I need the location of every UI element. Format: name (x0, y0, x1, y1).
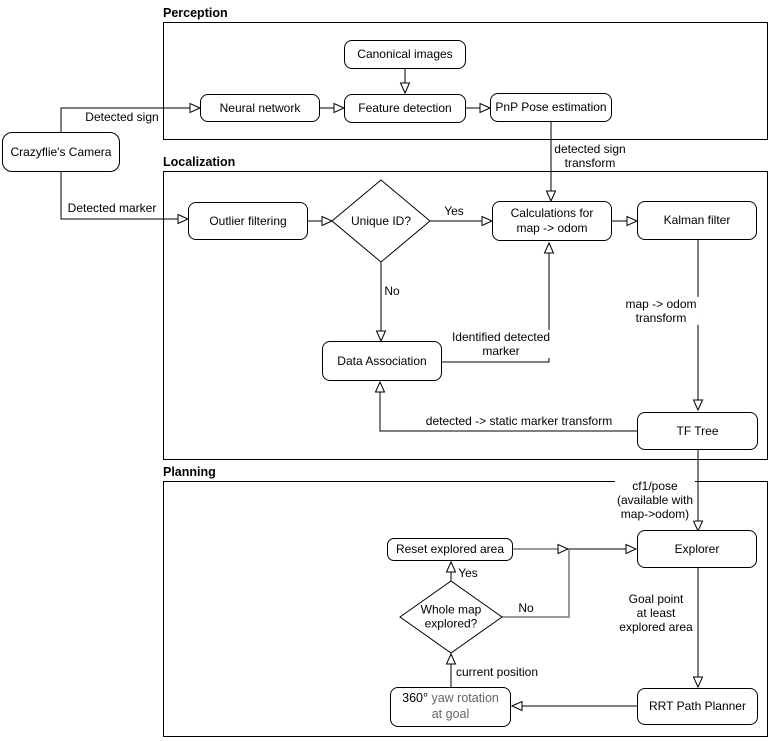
edge-label-no-whole-map: No (516, 600, 536, 616)
node-label-line1: Calculations for (510, 206, 594, 220)
section-label-perception: Perception (163, 6, 228, 20)
arrowhead-dataassoc-top (375, 330, 387, 343)
node-outlier-filtering: Outlier filtering (188, 202, 308, 240)
edge-label-static-marker-transform: detected -> static marker transform (423, 413, 615, 429)
edge-wholemap-no-to-junction (502, 550, 570, 618)
node-tf-tree: TF Tree (637, 412, 758, 450)
edge-camera-to-neural-network (60, 107, 190, 132)
node-label: Outlier filtering (209, 213, 287, 228)
diamond-label-unique-id: Unique ID? (350, 213, 412, 228)
diamond-label-whole-map: Whole map explored? (421, 603, 482, 632)
node-label: Neural network (219, 100, 301, 115)
edge-label-yes-whole-map: Yes (456, 565, 480, 581)
edge-tftree-to-dataassoc (379, 392, 637, 432)
node-canonical-images: Canonical images (344, 40, 466, 69)
node-label: PnP Pose estimation (495, 100, 607, 114)
node-feature-detection: Feature detection (344, 94, 466, 123)
diamond-label-line2: explored? (424, 617, 478, 631)
edge-label-identified-detected-marker: Identified detected marker (449, 329, 553, 359)
node-label: Explorer (674, 541, 720, 556)
node-yaw-rotation: 360° yaw rotation at goal (390, 687, 511, 727)
arrowhead-explorer-left (625, 543, 638, 555)
node-label-line2: at goal (431, 707, 470, 721)
arrowhead-pnp (479, 102, 492, 114)
node-label: Reset explored area (395, 542, 505, 556)
node-label: Data Association (337, 353, 427, 368)
arrowhead-calculations-bottom (543, 241, 555, 254)
edge-label-detected-marker: Detected marker (65, 200, 159, 216)
edge-dataassoc-to-calculations (442, 253, 550, 363)
arrowhead-rrt-top (692, 676, 704, 689)
edge-label-no-unique-id: No (382, 283, 402, 299)
node-label: RRT Path Planner (649, 699, 746, 713)
edge-label-goal-point: Goal point at least explored area (617, 591, 695, 635)
arrowhead-feature-top (399, 82, 411, 95)
arrowhead-yaw-right (510, 700, 523, 712)
diamond-unique-id (331, 179, 431, 263)
arrowhead-calculations-left (481, 215, 494, 227)
node-label: Canonical images (357, 47, 453, 61)
arrowhead-explorer-top (692, 520, 704, 533)
edge-label-map-odom-transform: map -> odom transform (623, 296, 699, 326)
node-rrt-path-planner: RRT Path Planner (637, 688, 758, 725)
node-neural-network: Neural network (200, 94, 320, 122)
section-planning: Planning (163, 465, 768, 737)
yaw-rest: yaw rotation (427, 691, 499, 706)
node-explorer: Explorer (637, 530, 757, 568)
node-crazyflie-camera: Crazyflie's Camera (2, 132, 120, 172)
node-pnp-pose-estimation: PnP Pose estimation (490, 93, 612, 122)
diamond-whole-map (399, 580, 503, 654)
arrowhead-uniqueid (321, 215, 334, 227)
edge-label-detected-sign: Detected sign (83, 109, 161, 125)
yaw-degrees: 360° (402, 691, 428, 706)
edge-label-cf1-pose: cf1/pose (available with map->odom) (614, 478, 696, 522)
node-label: TF Tree (676, 423, 719, 438)
edge-label-yes-unique-id: Yes (442, 203, 466, 219)
arrowhead-reset-bottom (445, 560, 457, 573)
arrowhead-tftree (692, 399, 704, 412)
edge-label-detected-sign-transform: detected sign transform (552, 141, 628, 171)
node-reset-explored-area: Reset explored area (387, 538, 513, 561)
edge-camera-to-outlier-filtering (60, 172, 178, 220)
section-perception: Perception (163, 6, 768, 140)
arrowhead-dataassoc-bottom (374, 380, 386, 393)
node-kalman-filter: Kalman filter (637, 201, 757, 240)
node-calculations-map-odom: Calculations for map -> odom (492, 201, 612, 241)
node-label: Crazyflie's Camera (10, 144, 112, 159)
arrowhead-wholemap-bottom (445, 652, 457, 665)
arrowhead-outlier-filtering (177, 213, 190, 225)
node-data-association: Data Association (322, 341, 442, 381)
node-label: Kalman filter (663, 213, 731, 227)
section-localization: Localization (163, 155, 768, 460)
node-label-line1: 360° yaw rotation (402, 691, 499, 707)
arrowhead-feature-left (333, 102, 346, 114)
edge-label-current-position: current position (453, 664, 541, 680)
arrowhead-kalman (626, 215, 639, 227)
node-label: Feature detection (358, 101, 452, 115)
section-label-localization: Localization (163, 155, 236, 169)
section-label-planning: Planning (163, 465, 216, 479)
arrowhead-neural-network (189, 102, 202, 114)
node-label-line2: map -> odom (516, 221, 588, 235)
diamond-label-line1: Whole map (420, 602, 482, 617)
arrowhead-junction (557, 543, 570, 555)
arrowhead-calculations-top (545, 190, 557, 203)
